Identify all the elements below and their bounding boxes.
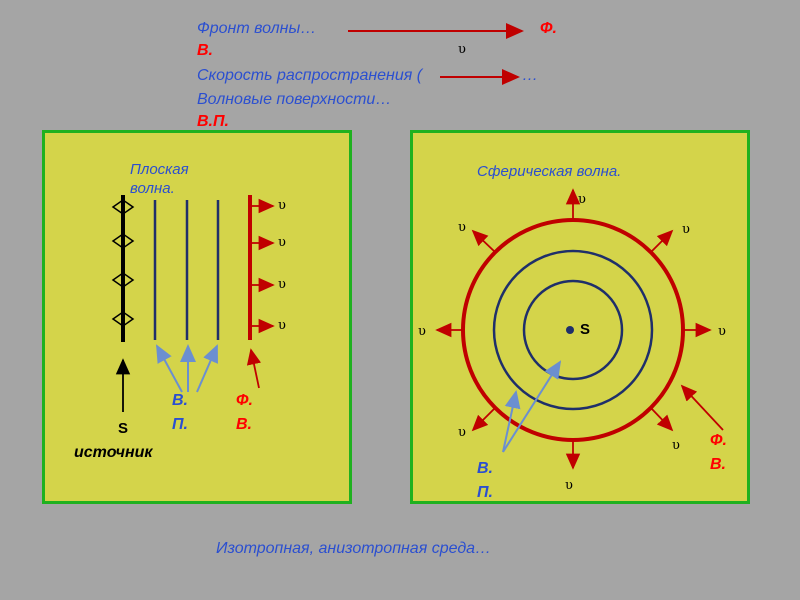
sphere-velocity-bottom-left: υ <box>458 425 466 440</box>
sphere-velocity-top: υ <box>578 192 586 207</box>
sphere-front-pointer <box>680 384 724 431</box>
plane-velocity-3: υ <box>278 277 286 292</box>
plane-wave-panel <box>42 130 352 504</box>
sphere-velocity-arrows <box>435 188 712 470</box>
header-front-abbr-a: Ф. <box>540 20 557 37</box>
sphere-source-s: S <box>580 321 591 338</box>
plane-wave-title: Плоская волна. <box>130 161 189 197</box>
sphere-surface-pointers <box>502 360 562 453</box>
header-speed-label: Скорость распространения ( <box>197 67 423 84</box>
sphere-surface-inner <box>522 279 624 381</box>
sphere-velocity-bottom: υ <box>565 478 573 493</box>
plane-surface-label-a: В. <box>172 392 188 409</box>
header-surfaces-abbr: В.П. <box>197 113 229 130</box>
plane-surface-label-b: П. <box>172 416 188 433</box>
plane-front-label-a: Ф. <box>236 392 253 409</box>
sphere-velocity-right: υ <box>718 324 726 339</box>
sphere-surface-label-a: В. <box>477 460 493 477</box>
plane-front-pointer <box>246 348 262 389</box>
plane-surface-pointers <box>156 344 218 393</box>
header-speed-tail: … <box>522 67 538 84</box>
sphere-velocity-left: υ <box>418 324 426 339</box>
footer-medium-text: Изотропная, анизотропная среда… <box>216 540 492 557</box>
header-front-abbr-b: В. <box>197 42 213 59</box>
plane-source-s: S <box>118 420 129 437</box>
spherical-wave-title: Сферическая волна. <box>477 163 622 180</box>
header-front-label: Фронт волны… <box>197 20 317 37</box>
plane-velocity-arrows <box>251 198 275 334</box>
sphere-surface-outer <box>492 249 654 411</box>
plane-velocity-1: υ <box>278 198 286 213</box>
plane-velocity-2: υ <box>278 235 286 250</box>
sphere-front-label-a: Ф. <box>710 432 727 449</box>
header-arrows <box>348 23 524 85</box>
sphere-velocity-bottom-right: υ <box>672 438 680 453</box>
header-upsilon: υ <box>458 42 466 57</box>
sphere-velocity-top-right: υ <box>682 222 690 237</box>
sphere-surface-label-b: П. <box>477 484 493 501</box>
plane-source-oscillators <box>111 199 135 327</box>
sphere-source-dot <box>566 326 574 334</box>
sphere-velocity-top-left: υ <box>458 220 466 235</box>
plane-front-label-b: В. <box>236 416 252 433</box>
sphere-front-label-b: В. <box>710 456 726 473</box>
plane-velocity-4: υ <box>278 318 286 333</box>
header-surfaces-label: Волновые поверхности… <box>197 91 392 108</box>
plane-source-caption: источник <box>74 444 153 461</box>
